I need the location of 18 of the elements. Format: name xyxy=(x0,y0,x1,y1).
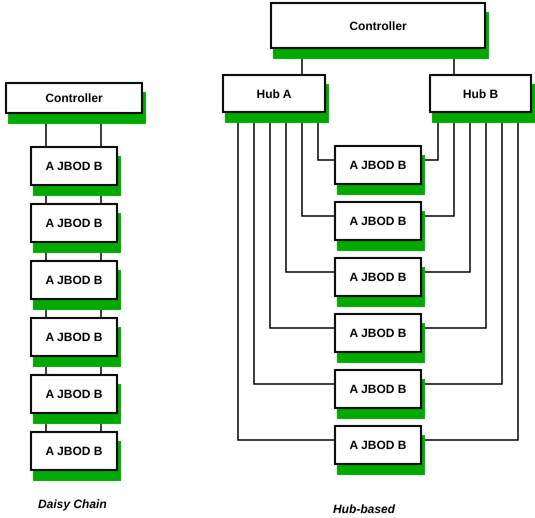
diagram-caption: Daisy Chain xyxy=(38,497,107,511)
node-label: A JBOD B xyxy=(350,326,406,340)
node-label: A JBOD B xyxy=(46,444,102,458)
node-label: Hub A xyxy=(256,86,292,100)
node-label: A JBOD B xyxy=(350,270,406,284)
node-label: A JBOD B xyxy=(46,387,102,401)
node-label: Controller xyxy=(349,18,407,32)
node-label: A JBOD B xyxy=(350,214,406,228)
node-label: A JBOD B xyxy=(46,330,102,344)
node-label: A JBOD B xyxy=(46,273,102,287)
node-label: A JBOD B xyxy=(350,158,406,172)
node-label: Hub B xyxy=(462,86,498,100)
node-label: Controller xyxy=(45,91,103,105)
node-label: A JBOD B xyxy=(350,438,406,452)
diagram-caption: Hub-based xyxy=(333,502,396,516)
node-label: A JBOD B xyxy=(350,382,406,396)
node-label: A JBOD B xyxy=(46,216,102,230)
node-label: A JBOD B xyxy=(46,159,102,173)
